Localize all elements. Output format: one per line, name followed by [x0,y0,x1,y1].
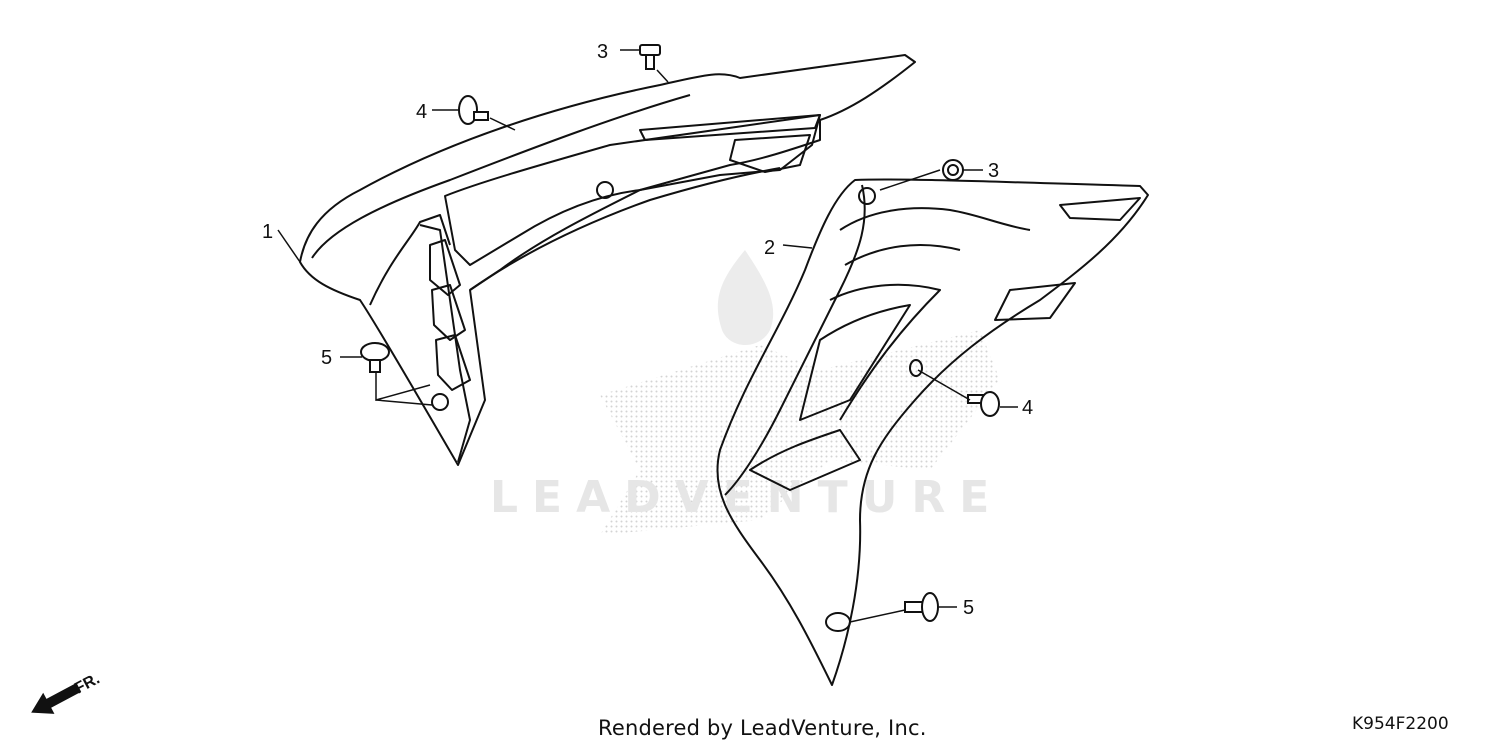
right-flange-bolt-icon [967,391,1000,417]
callout-1: 1 [262,221,273,243]
diagram-code: K954F2200 [1352,714,1449,734]
top-bolt-icon [639,44,661,70]
callout-3-right: 3 [988,160,999,182]
fasteners [360,44,1000,622]
right-bolt-icon [942,159,964,181]
callout-5-left: 5 [321,347,332,369]
callout-4-left: 4 [416,101,427,123]
left-bolt-icon [458,95,489,125]
left-clip-icon [360,342,390,373]
front-direction-indicator: FR. [31,670,103,714]
callouts: 1 2 3 3 4 4 5 5 [262,41,1033,619]
right-clip-icon [904,592,939,622]
right-shroud [716,178,1149,686]
watermark-text: LEADVENTURE [490,472,1003,523]
left-shroud [299,54,916,466]
render-credit: Rendered by LeadVenture, Inc. [598,716,927,740]
callout-2: 2 [764,237,775,259]
leader-lines [277,49,1018,623]
watermark: LEADVENTURE [490,250,1003,535]
front-arrow-icon [31,682,82,714]
callout-5-right: 5 [963,597,974,619]
callout-4-right: 4 [1022,397,1033,419]
callout-3-top: 3 [597,41,608,63]
leadventure-flame-logo [600,250,1000,535]
